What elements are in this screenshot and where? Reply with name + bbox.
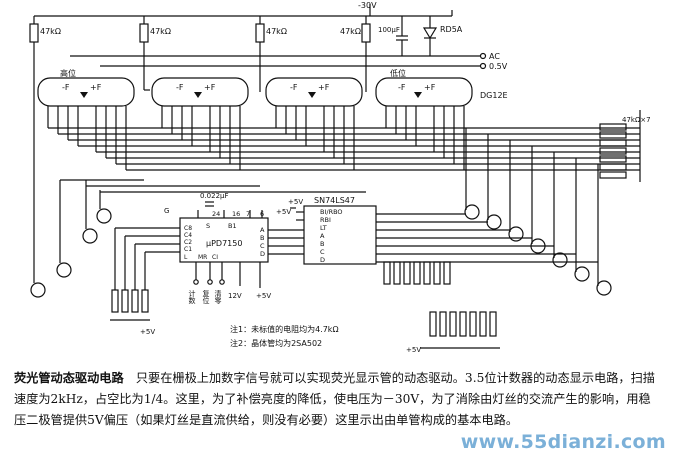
decoder-pin: D: [320, 256, 325, 264]
v5-label: +5V: [406, 346, 421, 354]
input-label: 计数: [188, 289, 196, 305]
tube-pin: +F: [424, 83, 436, 92]
tube-label-high: 高位: [60, 68, 76, 78]
counter-pin: G: [164, 207, 169, 215]
decoder-pin: BI/RBO: [320, 208, 343, 216]
resistor-label: 47kΩ: [150, 27, 171, 36]
circuit-schematic: -30V 47kΩ 47kΩ 47kΩ 47kΩ 100μF RD5A AC 0…: [29, 1, 651, 354]
resistor-label: 47kΩ: [340, 27, 361, 36]
tube-pin: -F: [176, 83, 184, 92]
tube-part-label: DG12E: [480, 91, 508, 100]
counter-pin: MR: [198, 254, 207, 261]
v5-label: +5V: [140, 328, 155, 336]
counter-pin: 24: [212, 210, 220, 218]
counter-pin: C4: [184, 232, 192, 239]
counter-pin: C2: [184, 239, 192, 246]
zener-label: RD5A: [440, 25, 463, 34]
counter-pin: 7: [246, 210, 250, 218]
tube-label-low: 低位: [390, 68, 406, 78]
counter-pin: S: [206, 222, 210, 230]
supply-label: -30V: [358, 1, 377, 10]
dc-label: 0.5V: [489, 62, 508, 71]
tube-pin: -F: [398, 83, 406, 92]
decoder-pin: LT: [320, 224, 327, 232]
counter-pin: 6: [260, 210, 264, 218]
tube-pin: +F: [90, 83, 102, 92]
counter-pin: B: [260, 234, 264, 242]
capacitor-label: 100μF: [378, 26, 400, 34]
v5-label: +5V: [256, 292, 271, 300]
watermark: www.55dianzi.com: [460, 431, 666, 453]
decoder-label: SN74LS47: [314, 196, 355, 205]
input-label: 清零: [214, 289, 222, 305]
caption-title: 荧光管动态驱动电路: [14, 371, 124, 385]
counter-pin: CI: [212, 254, 218, 261]
caption: 荧光管动态驱动电路 只要在栅极上加数字信号就可以实现荧光显示管的动态驱动。3.5…: [14, 368, 662, 431]
counter-label: μPD7150: [206, 239, 242, 248]
counter-pin: A: [260, 226, 265, 234]
v5-label: +5V: [288, 198, 303, 206]
counter-pin: 16: [232, 210, 240, 218]
counter-pin: B1: [228, 222, 237, 230]
counter-pin: C1: [184, 246, 192, 253]
input-label: 复位: [202, 289, 210, 304]
decoder-pin: B: [320, 240, 324, 248]
decoder-pin: A: [320, 232, 325, 240]
resistor-label: 47kΩ: [266, 27, 287, 36]
counter-pin: C: [260, 242, 265, 250]
v5-label: +5V: [276, 208, 291, 216]
caption-body: 只要在栅极上加数字信号就可以实现荧光显示管的动态驱动。3.5位计数器的动态显示电…: [14, 371, 655, 427]
tube-pin: +F: [204, 83, 216, 92]
tube-pin: -F: [62, 83, 70, 92]
ac-label: AC: [489, 52, 500, 61]
note-2: 注2：晶体管均为2SA502: [230, 338, 322, 348]
decoder-pin: C: [320, 248, 325, 256]
counter-pin: D: [260, 250, 265, 258]
note-1: 注1：未标值的电阻均为4.7kΩ: [230, 324, 339, 334]
resistor-array-label: 47kΩ×7: [622, 116, 651, 124]
decoder-pin: RBI: [320, 216, 331, 224]
tube-pin: -F: [290, 83, 298, 92]
counter-pin: L: [184, 254, 188, 261]
counter-cap-label: 0.022μF: [200, 192, 229, 200]
counter-pin: C8: [184, 225, 192, 232]
resistor-label: 47kΩ: [40, 27, 61, 36]
tube-pin: +F: [318, 83, 330, 92]
v12-label: 12V: [228, 292, 242, 300]
